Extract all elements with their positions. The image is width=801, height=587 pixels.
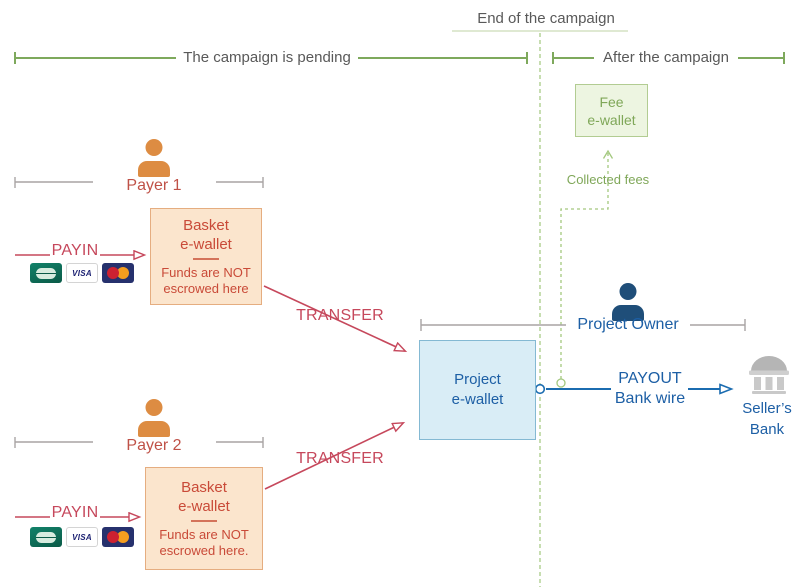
project-owner-bracket xyxy=(420,319,746,331)
payer1-person-icon xyxy=(136,139,172,177)
end-of-campaign-label: End of the campaign xyxy=(477,9,615,27)
transfer1-arrow xyxy=(263,285,405,351)
visa-card-label: VISA xyxy=(72,532,92,542)
visa-card-label: VISA xyxy=(72,268,92,278)
payout-line1: PAYOUT xyxy=(618,370,682,387)
basket2-note1: Funds are NOT xyxy=(159,527,249,542)
payer2-bracket xyxy=(14,437,264,448)
collected-fees-arrow xyxy=(560,149,614,379)
payment-cards-payer1: VISA xyxy=(30,263,134,283)
seller-bank-line2: Bank xyxy=(749,421,785,438)
mastercard-red-circle xyxy=(107,267,119,279)
fee-ewallet-line1: Fee xyxy=(599,93,624,110)
payer2-torso-icon xyxy=(138,421,170,437)
basket1-title1: Basket xyxy=(183,217,229,234)
payer1-bracket xyxy=(14,177,264,188)
basket2-divider xyxy=(191,520,217,522)
cb-card-icon xyxy=(30,527,62,547)
project-ewallet-line1: Project xyxy=(454,371,501,388)
payer2-person-icon xyxy=(136,399,172,437)
bank-icon xyxy=(749,356,789,394)
basket1-title2: e-wallet xyxy=(180,236,232,253)
collected-fees-label: Collected fees xyxy=(566,171,650,187)
payer2-label: Payer 2 xyxy=(126,437,182,455)
payment-cards-payer2: VISA xyxy=(30,527,134,547)
transfer2-arrow xyxy=(264,423,403,490)
basket2-title1: Basket xyxy=(181,479,227,496)
payin1-label: PAYIN xyxy=(51,242,99,260)
fee-ewallet-box: Fee e-wallet xyxy=(575,84,648,137)
payout-line2: Bank wire xyxy=(614,390,686,407)
after-bracket xyxy=(552,52,785,64)
seller-bank-line1: Seller’s xyxy=(742,400,792,417)
project-ewallet-line2: e-wallet xyxy=(451,391,504,408)
visa-card-icon: VISA xyxy=(66,263,98,283)
project-ewallet-box: Project e-wallet xyxy=(419,340,536,440)
transfer1-label: TRANSFER xyxy=(296,307,384,325)
basket2-note2: escrowed here. xyxy=(159,543,249,558)
basket1-note1: Funds are NOT xyxy=(161,265,251,280)
mastercard-orange-circle xyxy=(117,531,129,543)
after-campaign-label: After the campaign xyxy=(603,48,729,66)
project-owner-head-icon xyxy=(619,283,637,300)
basket-ewallet1-box: Basket e-wallet Funds are NOT escrowed h… xyxy=(150,208,262,305)
cb-logo-shape xyxy=(36,267,56,279)
payer1-torso-icon xyxy=(138,161,170,177)
cb-logo-shape xyxy=(36,531,56,543)
project-owner-person-icon xyxy=(610,283,646,321)
project-owner-label: Project Owner xyxy=(577,316,679,334)
payer2-head-icon xyxy=(145,399,163,416)
fee-branch-circle xyxy=(556,378,566,388)
payout-origin-circle xyxy=(534,383,546,395)
payer1-label: Payer 1 xyxy=(126,177,182,195)
basket1-divider xyxy=(193,258,219,260)
transfer2-label: TRANSFER xyxy=(296,450,384,468)
fee-ewallet-line2: e-wallet xyxy=(587,111,636,128)
visa-card-icon: VISA xyxy=(66,527,98,547)
payer1-head-icon xyxy=(145,139,163,156)
mastercard-orange-circle xyxy=(117,267,129,279)
seller-bank-label: Seller’s Bank xyxy=(742,398,791,440)
campaign-pending-label: The campaign is pending xyxy=(183,48,351,66)
pending-bracket xyxy=(14,52,528,64)
basket-ewallet2-box: Basket e-wallet Funds are NOT escrowed h… xyxy=(145,467,263,570)
basket2-title2: e-wallet xyxy=(178,498,230,515)
mastercard-red-circle xyxy=(107,531,119,543)
mastercard-card-icon xyxy=(102,263,134,283)
cb-card-icon xyxy=(30,263,62,283)
payin2-label: PAYIN xyxy=(51,504,99,522)
project-owner-torso-icon xyxy=(612,305,644,321)
mastercard-card-icon xyxy=(102,527,134,547)
payout-label: PAYOUT Bank wire xyxy=(615,369,685,409)
basket1-note2: escrowed here xyxy=(163,281,249,296)
